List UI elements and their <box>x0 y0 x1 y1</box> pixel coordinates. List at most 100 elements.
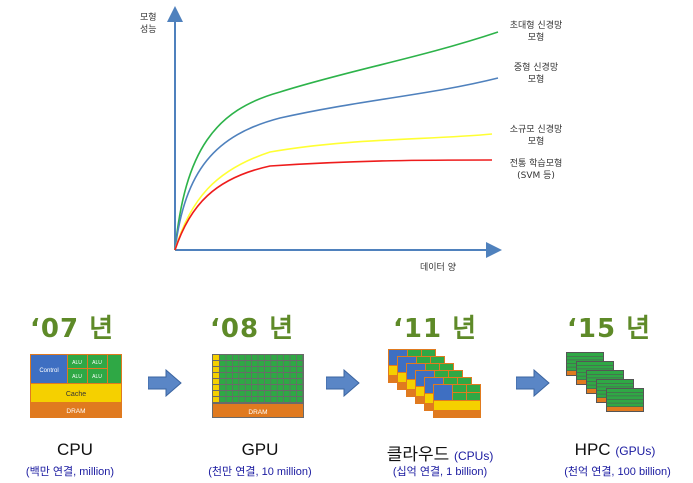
cpu-diagram: Control ALU ALU ALU ALU Cache DRAM <box>30 354 122 418</box>
gpu-core-cell <box>239 355 245 360</box>
gpu-core-cell <box>220 379 226 384</box>
gpu-core-cell <box>245 361 252 366</box>
gpu-core-cell <box>226 385 232 390</box>
gpu-core-cell <box>271 397 277 402</box>
gpu-core-cell <box>284 379 290 384</box>
gpu-core-cell <box>264 385 271 390</box>
gpu-core-cell <box>296 385 303 390</box>
era-note-gpu: (천만 연결, 10 million) <box>208 466 312 478</box>
gpu-core-cell <box>220 397 226 402</box>
gpu-core-cell <box>290 391 296 396</box>
gpu-core-cell <box>258 355 264 360</box>
curve-medium-nn <box>174 77 499 251</box>
curve-small-nn <box>174 133 493 251</box>
gpu-core-cell <box>277 367 284 372</box>
gpu-core-cell <box>264 361 271 366</box>
gpu-core-cell <box>284 373 290 378</box>
curve-label-medium: 중형 신경망 모형 <box>513 63 559 85</box>
gpu-core-cell <box>239 379 245 384</box>
gpu-core-cell <box>239 391 245 396</box>
curve-xlarge-nn <box>174 31 499 251</box>
gpu-cache-cell <box>213 391 219 396</box>
gpu-core-cell <box>290 379 296 384</box>
gpu-core-cell <box>252 391 258 396</box>
gpu-core-cell <box>245 391 252 396</box>
hpc-gpu-card <box>606 388 644 412</box>
gpu-core-cell <box>290 367 296 372</box>
gpu-core-cell <box>296 397 303 402</box>
gpu-cache-cell <box>213 367 219 372</box>
gpu-cache-cell <box>213 379 219 384</box>
era-note-cloud: (십억 연결, 1 billion) <box>392 466 488 478</box>
gpu-core-cell <box>296 361 303 366</box>
arrow-cpu-to-gpu <box>148 369 182 397</box>
y-axis-label: 모형 성능 <box>140 13 157 35</box>
era-title-gpu-text: GPU <box>241 440 279 459</box>
gpu-core-cell <box>220 367 226 372</box>
gpu-core-cell <box>232 385 239 390</box>
gpu-core-cell <box>245 367 252 372</box>
era-title-cloud: 클라우드 (CPUs) <box>360 440 520 465</box>
curve-label-xlarge: 초대형 신경망 모형 <box>509 21 563 43</box>
gpu-core-cell <box>245 385 252 390</box>
gpu-core-cell <box>232 355 239 360</box>
gpu-core-cell <box>284 397 290 402</box>
gpu-core-cell <box>264 373 271 378</box>
gpu-diagram: DRAM <box>212 354 304 418</box>
gpu-core-cell <box>284 367 290 372</box>
gpu-cache-cell <box>213 361 219 366</box>
gpu-core-cell <box>284 355 290 360</box>
gpu-core-cell <box>284 391 290 396</box>
gpu-core-cell <box>258 391 264 396</box>
gpu-core-cell <box>258 397 264 402</box>
gpu-core-cell <box>252 379 258 384</box>
gpu-core-cell <box>290 385 296 390</box>
gpu-core-cell <box>232 397 239 402</box>
gpu-core-cell <box>220 355 226 360</box>
gpu-core-cell <box>232 361 239 366</box>
gpu-core-cell <box>220 361 226 366</box>
gpu-core-cell <box>271 355 277 360</box>
gpu-core-cell <box>271 367 277 372</box>
gpu-core-cell <box>252 397 258 402</box>
gpu-core-cell <box>226 379 232 384</box>
gpu-core-cell <box>226 367 232 372</box>
gpu-core-cell <box>296 391 303 396</box>
gpu-core-cell <box>264 397 271 402</box>
arrow-gpu-to-cloud <box>326 369 360 397</box>
gpu-core-cell <box>232 367 239 372</box>
curve-label-traditional: 전통 학습모형 (SVM 등) <box>509 159 563 181</box>
gpu-core-cell <box>290 397 296 402</box>
era-title-hpc-text: HPC <box>574 440 611 459</box>
gpu-core-cell <box>277 385 284 390</box>
gpu-core-cell <box>296 367 303 372</box>
year-label-2007: ‘07 년 <box>30 314 115 344</box>
gpu-core-cell <box>277 379 284 384</box>
era-title-hpc: HPC (GPUs) <box>545 440 685 460</box>
gpu-core-cell <box>258 361 264 366</box>
gpu-core-cell <box>290 373 296 378</box>
gpu-core-cell <box>277 397 284 402</box>
gpu-core-cell <box>226 397 232 402</box>
gpu-core-cell <box>226 391 232 396</box>
cloud-cpu-card <box>433 384 481 418</box>
gpu-core-cell <box>245 397 252 402</box>
gpu-core-cell <box>296 379 303 384</box>
gpu-core-cell <box>252 355 258 360</box>
cpu-alu-label-3: ALU <box>72 374 82 380</box>
gpu-core-cell <box>264 355 271 360</box>
gpu-core-cell <box>290 361 296 366</box>
era-note-cpu: (백만 연결, million) <box>25 466 115 478</box>
gpu-core-cell <box>258 385 264 390</box>
gpu-cache-cell <box>213 373 219 378</box>
cpu-cache-label: Cache <box>66 391 86 398</box>
gpu-core-cell <box>271 385 277 390</box>
gpu-cache-cell <box>213 355 219 360</box>
era-note-hpc: (천억 연결, 100 billion) <box>564 466 671 478</box>
era-title-hpc-sub: (GPUs) <box>615 444 656 458</box>
gpu-core-cell <box>284 361 290 366</box>
era-title-cloud-sub: (CPUs) <box>453 449 494 463</box>
cpu-alu-label-2: ALU <box>92 360 102 366</box>
gpu-core-cell <box>252 367 258 372</box>
gpu-core-cell <box>252 385 258 390</box>
